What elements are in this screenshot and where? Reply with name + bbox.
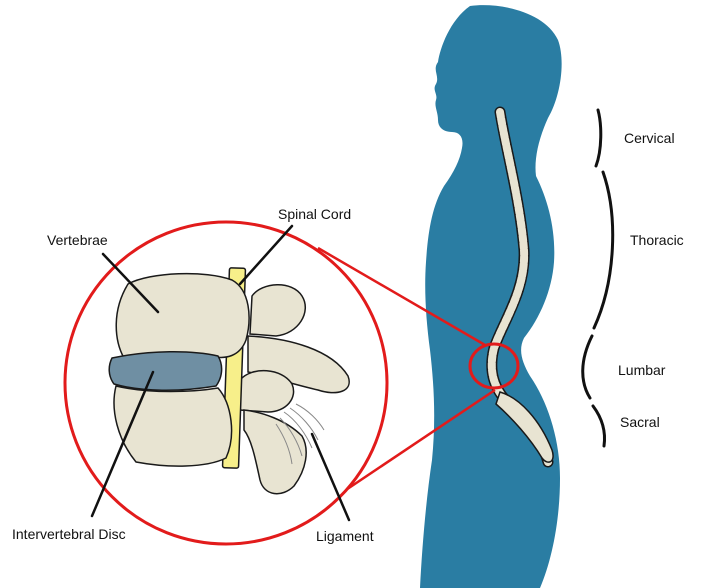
- vertebra-body-lower: [113, 385, 233, 467]
- spinal-cord-label: Spinal Cord: [278, 206, 352, 222]
- intervertebral-disc-shape: [108, 350, 223, 392]
- ligament-label: Ligament: [316, 528, 374, 544]
- pointer-lines: [90, 224, 351, 522]
- sacral-label: Sacral: [620, 414, 660, 430]
- disc-pointer: [90, 370, 155, 518]
- facet-lower: [239, 369, 295, 413]
- ligament-pointer: [310, 432, 351, 522]
- cervical-label: Cervical: [624, 130, 675, 146]
- lumbar-bracket: [581, 334, 594, 400]
- thoracic-label: Thoracic: [630, 232, 684, 248]
- magnified-view: [63, 220, 389, 546]
- vertebrae-pointer: [101, 252, 160, 314]
- spinal-cord-pointer: [238, 224, 294, 286]
- sacrum: [495, 391, 554, 463]
- body-silhouette: [420, 5, 562, 588]
- spine-column: [486, 106, 554, 468]
- intervertebral-disc-label: Intervertebral Disc: [12, 526, 126, 542]
- region-brackets: [581, 108, 615, 448]
- lumbar-label: Lumbar: [618, 362, 666, 378]
- ligament-fibers: [275, 403, 325, 465]
- vertebrae-label: Vertebrae: [47, 232, 108, 248]
- facet-upper: [249, 284, 307, 337]
- cervical-bracket: [594, 108, 603, 168]
- vertebra-body-upper: [115, 272, 250, 359]
- thoracic-bracket: [592, 170, 615, 330]
- lumbar-highlight-ellipse: [468, 342, 520, 390]
- sacral-bracket: [591, 404, 606, 448]
- zoom-line-upper: [317, 246, 486, 347]
